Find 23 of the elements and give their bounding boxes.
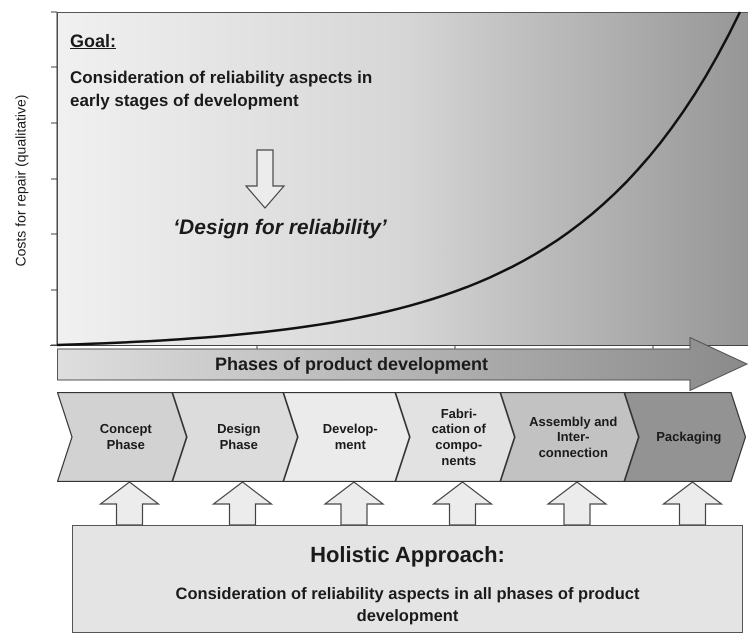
axis-label: Costs for repair (qualitative) [12, 94, 30, 266]
heading: Goal: [70, 30, 116, 53]
phase-label: Concept Phase [98, 421, 153, 453]
goal-text: Consideration of reliability aspects in early stages of development [70, 67, 374, 112]
phase-step [395, 392, 515, 482]
hollow-arrow [212, 481, 274, 526]
phase-step [624, 392, 746, 482]
hollow-arrow [662, 481, 724, 526]
hollow-arrow [244, 149, 286, 209]
phase-step [57, 392, 187, 482]
process-arrow [57, 337, 748, 391]
heading: Holistic Approach: [310, 541, 505, 569]
hollow-arrow [432, 481, 494, 526]
hollow-arrow [323, 481, 385, 526]
phase-label: Packaging [655, 429, 722, 445]
hollow-arrow [546, 481, 608, 526]
phase-label: Fabri- cation of compo- nents [430, 406, 487, 468]
hollow-arrow [98, 481, 160, 526]
band-label: Phases of product development [215, 352, 488, 376]
approach-box [72, 525, 743, 633]
phase-label: Assembly and Inter- connection [528, 414, 618, 460]
approach-text: Consideration of reliability aspects in all phases of product development [174, 584, 640, 628]
slogan-text: ‘Design for reliability’ [173, 215, 387, 242]
